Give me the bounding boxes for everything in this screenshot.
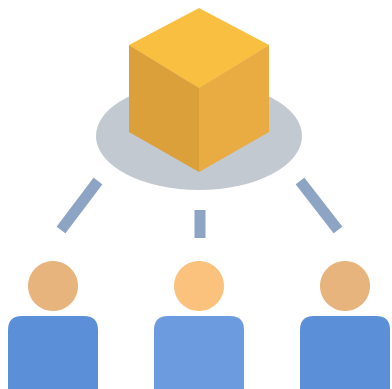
person-center-head xyxy=(174,261,224,311)
person-center-body xyxy=(154,316,244,389)
connectors xyxy=(56,177,343,238)
connector-right xyxy=(295,177,343,234)
person-left-icon xyxy=(8,261,98,389)
cube-right-face xyxy=(199,45,269,172)
person-left-body xyxy=(8,316,98,389)
connector-left xyxy=(56,177,103,234)
person-center-icon xyxy=(154,261,244,389)
person-right-head xyxy=(320,261,370,311)
cube-top-face xyxy=(129,8,269,88)
person-right-icon xyxy=(300,261,390,389)
cube-left-face xyxy=(129,45,199,172)
person-left-head xyxy=(28,261,78,311)
person-right-body xyxy=(300,316,390,389)
cube-icon xyxy=(129,8,269,172)
